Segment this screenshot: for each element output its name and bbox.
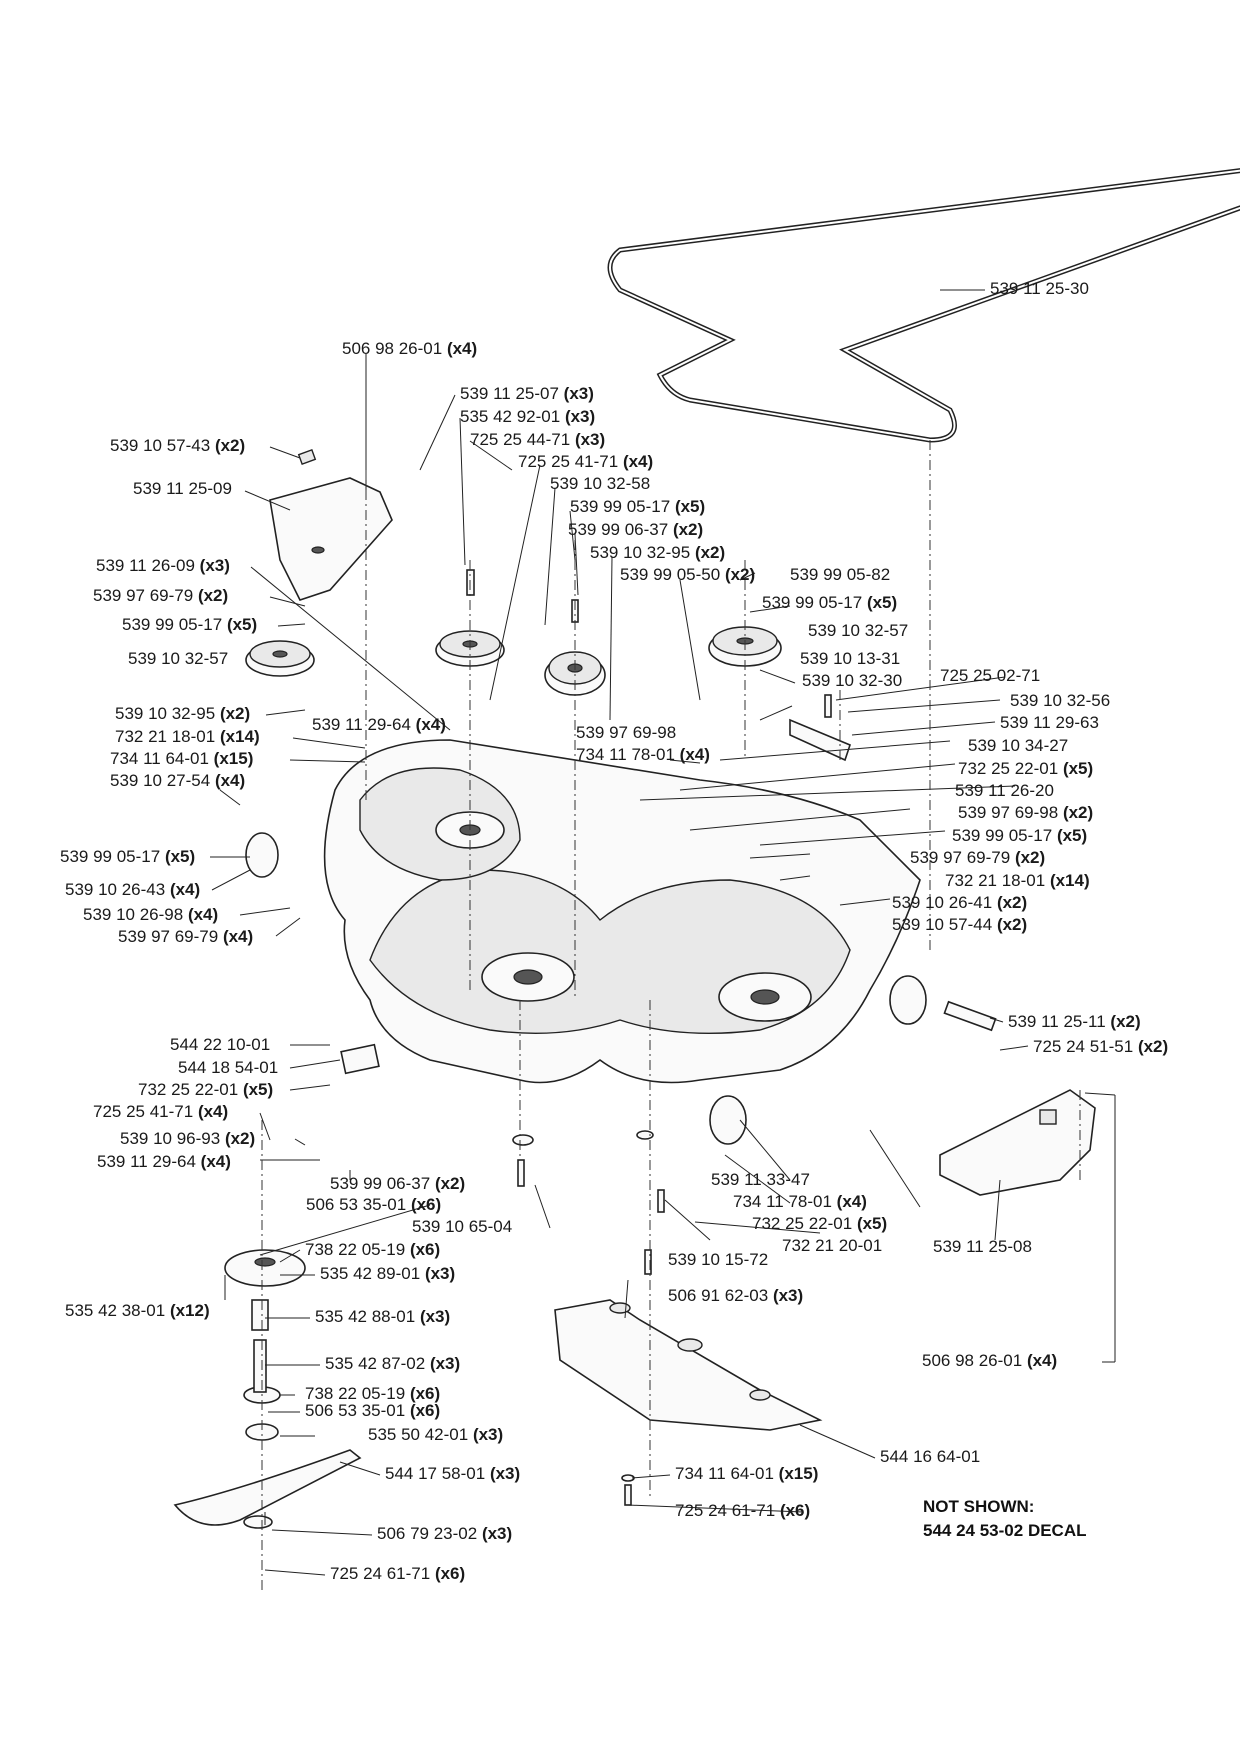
label: 539 10 32-58 [550, 474, 650, 493]
label: 725 25 41-71 (x4) [93, 1102, 228, 1121]
label: 738 22 05-19 (x6) [305, 1384, 440, 1403]
label: 506 98 26-01 (x4) [342, 339, 477, 358]
label: 725 24 51-51 (x2) [1033, 1037, 1168, 1056]
label: 506 53 35-01 (x6) [306, 1195, 441, 1214]
label: 539 10 15-72 [668, 1250, 768, 1269]
leader-lines [210, 289, 1116, 1576]
label: 539 99 05-17 (x5) [952, 826, 1087, 845]
label: 732 25 22-01 (x5) [958, 759, 1093, 778]
label: 539 10 27-54 (x4) [110, 771, 245, 790]
label: 539 97 69-98 [576, 723, 676, 742]
label: 539 11 26-20 [955, 781, 1054, 800]
label: 725 25 44-71 (x3) [470, 430, 605, 449]
label: 506 79 23-02 (x3) [377, 1524, 512, 1543]
label: 535 42 92-01 (x3) [460, 407, 595, 426]
label: 725 25 02-71 [940, 666, 1040, 685]
label: 539 10 96-93 (x2) [120, 1129, 255, 1148]
label: 539 97 69-79 (x2) [93, 586, 228, 605]
label: 544 16 64-01 [880, 1447, 980, 1466]
label: 539 11 25-07 (x3) [460, 384, 594, 403]
label: 544 22 10-01 [170, 1035, 270, 1054]
note-item: 544 24 53-02 DECAL [923, 1521, 1087, 1540]
label: 539 10 34-27 [968, 736, 1068, 755]
label: 535 42 87-02 (x3) [325, 1354, 460, 1373]
belt-cover-left [269, 449, 393, 601]
label: 539 11 25-11 (x2) [1008, 1012, 1141, 1031]
label: 539 10 32-95 (x2) [115, 704, 250, 723]
label: 732 25 22-01 (x5) [752, 1214, 887, 1233]
label: 535 42 38-01 (x12) [65, 1301, 210, 1320]
label: 539 11 29-63 [1000, 713, 1099, 732]
label: 539 10 65-04 [412, 1217, 512, 1236]
belt-cover-right [939, 1089, 1096, 1196]
label: 539 99 06-37 (x2) [568, 520, 703, 539]
mower-deck [323, 739, 921, 1084]
label: 732 25 22-01 (x5) [138, 1080, 273, 1099]
label: 506 91 62-03 (x3) [668, 1286, 803, 1305]
label: 539 99 05-17 (x5) [122, 615, 257, 634]
label: 725 24 61-71 (x6) [330, 1564, 465, 1583]
label: 539 11 33-47 [711, 1170, 810, 1189]
label: 539 11 25-30 [990, 279, 1089, 298]
note-heading: NOT SHOWN: [923, 1497, 1034, 1516]
label: 539 97 69-79 (x2) [910, 848, 1045, 867]
label: 539 10 57-44 (x2) [892, 915, 1027, 934]
label: 539 10 57-43 (x2) [110, 436, 245, 455]
label: 544 18 54-01 [178, 1058, 278, 1077]
idler-pulley-left [245, 640, 315, 677]
center-lines [261, 440, 1081, 1590]
label: 539 10 26-41 (x2) [892, 893, 1027, 912]
label: 506 98 26-01 (x4) [922, 1351, 1057, 1370]
label: 725 25 41-71 (x4) [518, 452, 653, 471]
label: 539 10 26-43 (x4) [65, 880, 200, 899]
label: 539 99 05-50 (x2) [620, 565, 755, 584]
mulching-blade [173, 1449, 362, 1529]
label: 539 99 05-17 (x5) [570, 497, 705, 516]
label: 539 10 32-95 (x2) [590, 543, 725, 562]
label: 539 99 05-82 [790, 565, 890, 584]
label: 539 10 26-98 (x4) [83, 905, 218, 924]
label: 539 10 13-31 [800, 649, 900, 668]
baffle-plate [554, 1299, 823, 1431]
label: 539 10 32-57 [808, 621, 908, 640]
drive-belt [607, 168, 1240, 443]
label: 539 11 25-08 [933, 1237, 1032, 1256]
label: 738 22 05-19 (x6) [305, 1240, 440, 1259]
label: 539 10 32-57 [128, 649, 228, 668]
label: 725 24 61-71 (x6) [675, 1501, 810, 1520]
label: 535 42 88-01 (x3) [315, 1307, 450, 1326]
label: 539 11 29-64 (x4) [312, 715, 446, 734]
label: 535 42 89-01 (x3) [320, 1264, 455, 1283]
part-labels: 539 11 25-30 506 98 26-01 (x4) 539 11 25… [60, 279, 1168, 1583]
label: 734 11 64-01 (x15) [675, 1464, 818, 1483]
label: 539 99 05-17 (x5) [762, 593, 897, 612]
label: 539 11 26-09 (x3) [96, 556, 230, 575]
gauge-wheels [245, 832, 927, 1145]
label: 734 11 64-01 (x15) [110, 749, 253, 768]
label: 539 11 25-09 [133, 479, 232, 498]
label: 539 11 29-64 (x4) [97, 1152, 231, 1171]
label: 539 97 69-98 (x2) [958, 803, 1093, 822]
label: 506 53 35-01 (x6) [305, 1401, 440, 1420]
label: 539 10 32-30 [802, 671, 902, 690]
not-shown-note: NOT SHOWN: 544 24 53-02 DECAL [923, 1497, 1087, 1540]
label: 732 21 20-01 [782, 1236, 882, 1255]
label: 539 10 32-56 [1010, 691, 1110, 710]
label: 535 50 42-01 (x3) [368, 1425, 503, 1444]
label: 734 11 78-01 (x4) [576, 745, 710, 764]
label: 539 99 06-37 (x2) [330, 1174, 465, 1193]
label: 732 21 18-01 (x14) [115, 727, 260, 746]
label: 544 17 58-01 (x3) [385, 1464, 520, 1483]
label: 539 97 69-79 (x4) [118, 927, 253, 946]
label: 539 99 05-17 (x5) [60, 847, 195, 866]
label: 734 11 78-01 (x4) [733, 1192, 867, 1211]
label: 732 21 18-01 (x14) [945, 871, 1090, 890]
